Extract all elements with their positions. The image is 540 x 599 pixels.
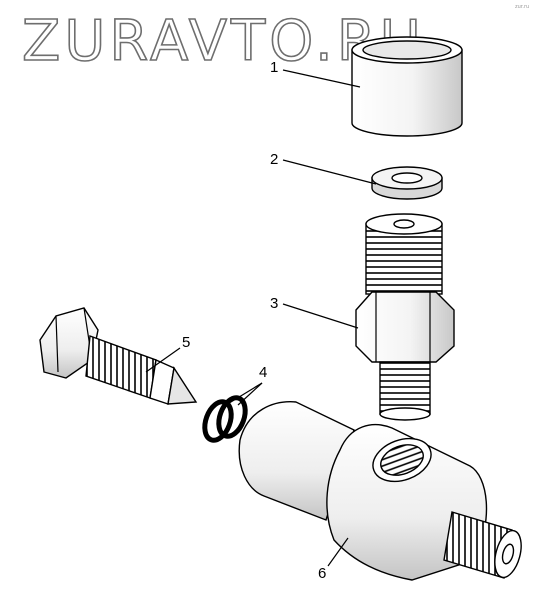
callout-1: 1 [270, 59, 278, 76]
part-3-fitting [355, 213, 455, 421]
callout-6: 6 [318, 565, 326, 582]
part-1-sleeve [351, 36, 463, 137]
callout-3: 3 [270, 295, 278, 312]
part-6-body [238, 401, 522, 581]
corner-mark: zur.ru [515, 4, 529, 10]
watermark-text: ZURAVTO.RU [22, 9, 425, 74]
leader-lines [145, 69, 377, 567]
part-2-washer [371, 166, 443, 200]
callout-4: 4 [259, 364, 267, 381]
part-5-bolt [39, 307, 198, 405]
callout-5: 5 [182, 334, 190, 351]
part-4-o-rings [202, 395, 248, 443]
callout-2: 2 [270, 151, 278, 168]
